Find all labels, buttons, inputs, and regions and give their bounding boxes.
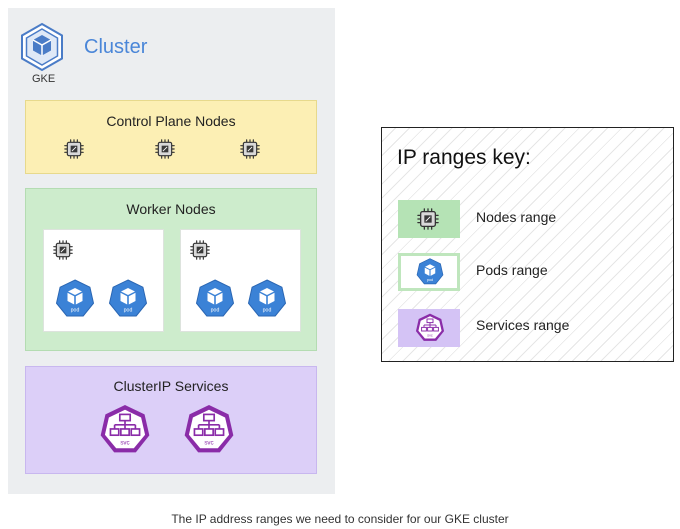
service-2-icon [183,404,235,456]
control-plane-section: Control Plane Nodes [25,100,317,174]
key-node-chip-icon [417,208,439,230]
gke-logo-icon [19,22,65,72]
figure-caption: The IP address ranges we need to conside… [171,512,509,526]
worker-node-1-chip-icon [53,240,73,260]
worker-node-1-pod-1-icon [55,279,95,319]
worker-node-2-chip-icon [190,240,210,260]
clusterip-services-section: ClusterIP Services [25,366,317,474]
key-nodes-label: Nodes range [476,209,557,225]
worker-node-2 [180,229,301,332]
worker-nodes-title: Worker Nodes [126,201,216,217]
control-plane-node-3-chip-icon [240,139,260,159]
key-service-icon [415,313,445,343]
service-1-icon [99,404,151,456]
key-services-swatch [398,309,460,347]
worker-node-2-pod-1-icon [195,279,235,319]
clusterip-services-title: ClusterIP Services [113,378,229,394]
control-plane-title: Control Plane Nodes [106,113,236,129]
ip-ranges-key-panel: IP ranges key: Nodes range Pods range Se… [381,127,674,362]
worker-node-1 [43,229,164,332]
gke-logo-label: GKE [32,73,56,85]
key-services-label: Services range [476,317,570,333]
key-nodes-swatch [398,200,460,238]
key-pod-icon [416,258,444,286]
worker-nodes-section: Worker Nodes [25,188,317,351]
worker-node-2-pod-2-icon [247,279,287,319]
worker-node-1-pod-2-icon [108,279,148,319]
key-pods-swatch [398,253,460,291]
control-plane-node-2-chip-icon [155,139,175,159]
key-title: IP ranges key: [397,146,531,169]
key-pods-label: Pods range [476,262,548,278]
control-plane-node-1-chip-icon [64,139,84,159]
cluster-title: Cluster [84,36,148,58]
